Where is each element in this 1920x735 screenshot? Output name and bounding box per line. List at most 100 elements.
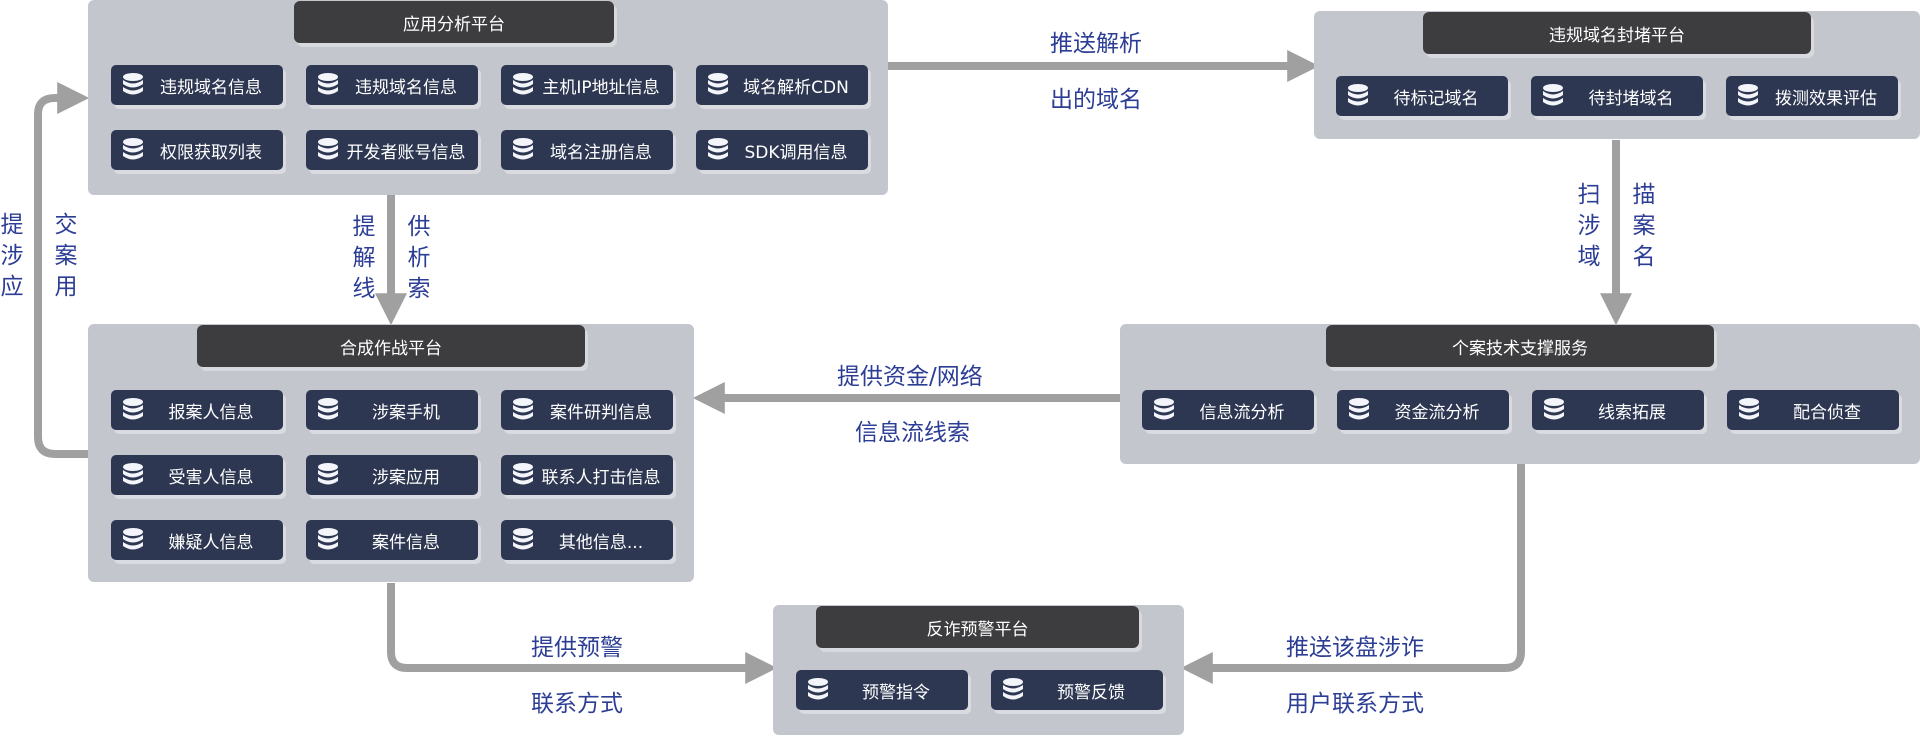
panel-title: 反诈预警平台	[816, 606, 1139, 648]
database-icon	[706, 137, 730, 163]
data-source-item[interactable]: 嫌疑人信息	[111, 520, 283, 560]
database-icon	[121, 137, 145, 163]
item-label: 配合侦查	[1793, 402, 1861, 423]
panel-domain-block: 违规域名封堵平台	[1314, 11, 1920, 139]
item-label: 联系人打击信息	[541, 467, 661, 488]
data-source-item[interactable]: 权限获取列表	[111, 130, 283, 170]
item-label: 报案人信息	[168, 402, 254, 423]
data-source-item[interactable]: 待封堵域名	[1531, 76, 1703, 116]
item-label: 嫌疑人信息	[168, 532, 254, 553]
database-icon	[1542, 397, 1566, 423]
data-source-item[interactable]: 信息流分析	[1142, 390, 1314, 430]
database-icon	[1736, 83, 1760, 109]
database-icon	[1152, 397, 1176, 423]
data-source-item[interactable]: 预警指令	[796, 670, 968, 710]
flow-label: 提供预警	[531, 635, 623, 661]
data-source-item[interactable]: 违规域名信息	[111, 65, 283, 105]
item-label: 预警反馈	[1057, 682, 1125, 703]
flow-label: 出的域名	[1050, 87, 1142, 113]
item-label: 线索拓展	[1598, 402, 1666, 423]
flow-label: 联系方式	[531, 691, 623, 717]
flow-label: 推送该盘涉诈	[1286, 635, 1424, 661]
flow-label: 提供资金/网络	[837, 364, 983, 390]
database-icon	[511, 397, 535, 423]
data-source-item[interactable]: 其他信息...	[501, 520, 673, 560]
item-label: 主机IP地址信息	[542, 77, 660, 98]
item-label: 涉案应用	[372, 467, 440, 488]
flow-label-vertical: 提涉应	[0, 212, 24, 300]
data-source-item[interactable]: 配合侦查	[1727, 390, 1899, 430]
data-source-item[interactable]: 涉案手机	[306, 390, 478, 430]
database-icon	[511, 462, 535, 488]
data-source-item[interactable]: 域名注册信息	[501, 130, 673, 170]
data-source-item[interactable]: 违规域名信息	[306, 65, 478, 105]
database-icon	[511, 137, 535, 163]
item-label: 域名解析CDN	[743, 77, 849, 98]
data-source-item[interactable]: SDK调用信息	[696, 130, 868, 170]
data-source-item[interactable]: 域名解析CDN	[696, 65, 868, 105]
data-source-item[interactable]: 开发者账号信息	[306, 130, 478, 170]
data-source-item[interactable]: 待标记域名	[1336, 76, 1508, 116]
database-icon	[121, 397, 145, 423]
flow-label-vertical: 供析索	[407, 214, 431, 302]
arrow-submit-app	[34, 82, 90, 458]
item-label: 待标记域名	[1393, 88, 1479, 109]
item-label: 案件信息	[372, 532, 440, 553]
item-label: 预警指令	[862, 682, 930, 703]
data-source-item[interactable]: 拨测效果评估	[1726, 76, 1898, 116]
database-icon	[316, 462, 340, 488]
flow-label-vertical: 扫涉域	[1577, 182, 1601, 270]
data-source-item[interactable]: 联系人打击信息	[501, 455, 673, 495]
panel-title: 个案技术支撑服务	[1326, 325, 1714, 367]
item-label: 案件研判信息	[550, 402, 652, 423]
item-label: 权限获取列表	[160, 142, 262, 163]
item-label: 开发者账号信息	[346, 142, 466, 163]
panel-title: 应用分析平台	[294, 1, 614, 43]
database-icon	[121, 462, 145, 488]
data-source-item[interactable]: 线索拓展	[1532, 390, 1704, 430]
database-icon	[511, 527, 535, 553]
database-icon	[1346, 83, 1370, 109]
database-icon	[706, 72, 730, 98]
item-label: 信息流分析	[1199, 402, 1285, 423]
item-label: 受害人信息	[168, 467, 254, 488]
flow-label: 用户联系方式	[1286, 691, 1424, 717]
flow-label: 推送解析	[1050, 31, 1142, 57]
panel-title: 违规域名封堵平台	[1423, 12, 1811, 54]
database-icon	[1541, 83, 1565, 109]
flow-label-vertical: 交案用	[54, 212, 78, 300]
item-label: 其他信息...	[558, 532, 644, 553]
item-label: 拨测效果评估	[1775, 88, 1877, 109]
database-icon	[121, 72, 145, 98]
item-label: 涉案手机	[372, 402, 440, 423]
database-icon	[316, 72, 340, 98]
database-icon	[806, 677, 830, 703]
database-icon	[316, 137, 340, 163]
item-label: 域名注册信息	[550, 142, 652, 163]
item-label: 违规域名信息	[355, 77, 457, 98]
item-label: 资金流分析	[1394, 402, 1480, 423]
database-icon	[1001, 677, 1025, 703]
database-icon	[511, 72, 535, 98]
flow-label: 信息流线索	[855, 420, 970, 446]
flow-label-vertical: 提解线	[352, 214, 376, 302]
item-label: 违规域名信息	[160, 77, 262, 98]
panel-title: 合成作战平台	[197, 325, 585, 367]
database-icon	[316, 397, 340, 423]
database-icon	[121, 527, 145, 553]
data-source-item[interactable]: 预警反馈	[991, 670, 1163, 710]
data-source-item[interactable]: 资金流分析	[1337, 390, 1509, 430]
data-source-item[interactable]: 案件研判信息	[501, 390, 673, 430]
data-source-item[interactable]: 报案人信息	[111, 390, 283, 430]
flow-label-vertical: 描案名	[1632, 182, 1656, 270]
item-label: 待封堵域名	[1588, 88, 1674, 109]
data-source-item[interactable]: 受害人信息	[111, 455, 283, 495]
item-label: SDK调用信息	[744, 142, 848, 163]
data-source-item[interactable]: 案件信息	[306, 520, 478, 560]
arrow-provide-warning	[387, 583, 778, 684]
data-source-item[interactable]: 涉案应用	[306, 455, 478, 495]
database-icon	[316, 527, 340, 553]
database-icon	[1737, 397, 1761, 423]
data-source-item[interactable]: 主机IP地址信息	[501, 65, 673, 105]
